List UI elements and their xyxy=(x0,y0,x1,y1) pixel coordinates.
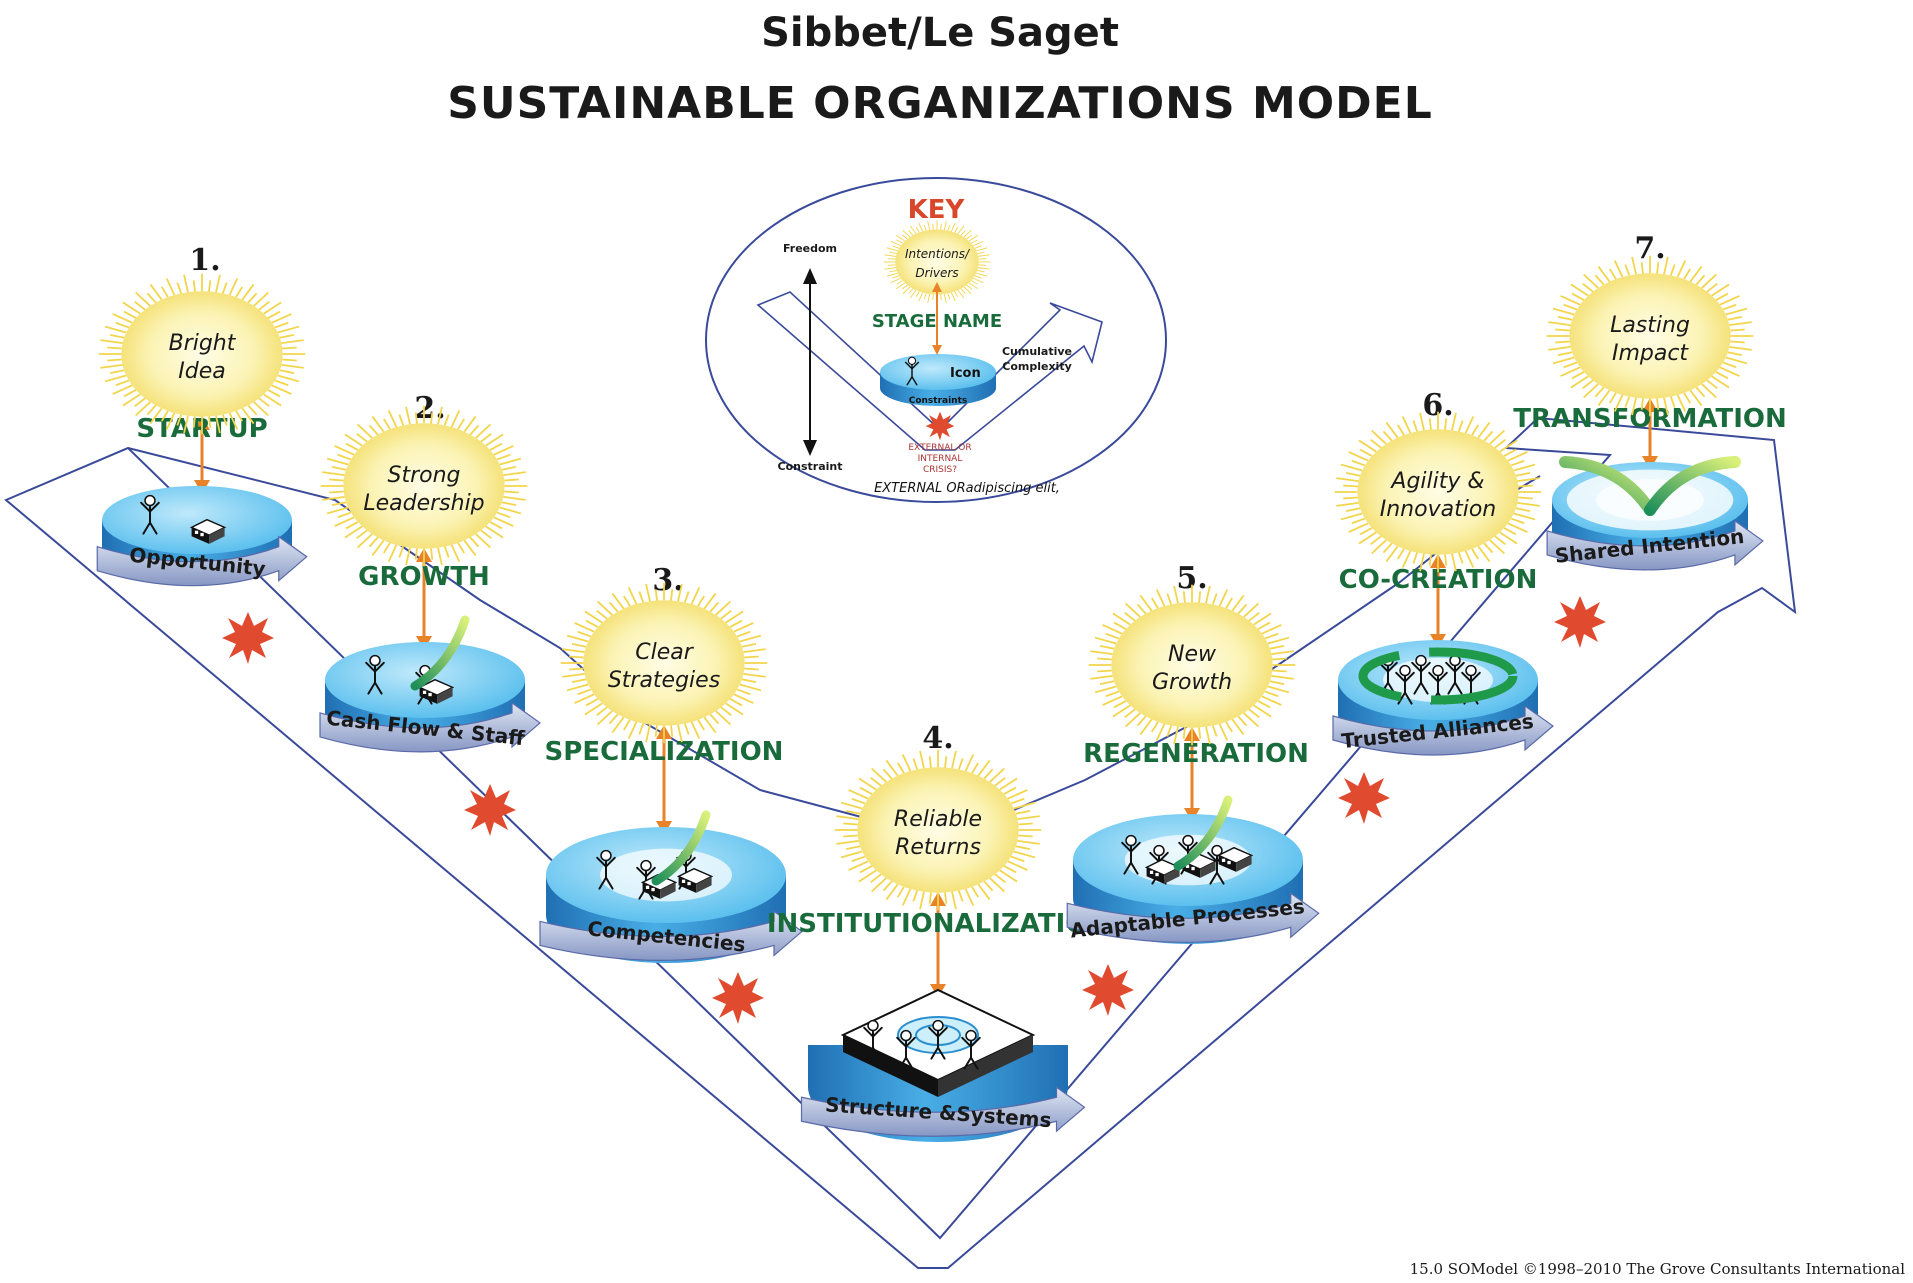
crisis-star-icon xyxy=(1338,772,1390,824)
stage-name: REGENERATION xyxy=(1083,739,1309,769)
driver-line2: Leadership xyxy=(363,491,484,516)
driver-line1: Clear xyxy=(635,640,694,665)
stage-3: 3.CompetenciesSPECIALIZATIONClearStrateg… xyxy=(540,563,802,963)
driver-line2: Impact xyxy=(1612,341,1689,366)
key-freedom-label: Freedom xyxy=(783,242,837,255)
crisis-star-icon xyxy=(464,784,516,836)
key-crisis-line3: CRISIS? xyxy=(923,465,957,475)
stage-5: 5.Adaptable ProcessesREGENERATIONNewGrow… xyxy=(1067,561,1319,944)
key-crisis-caption: EXTERNAL ORadipiscing elit, xyxy=(874,481,1060,496)
key-driver-line1: Intentions/ xyxy=(905,247,971,261)
driver-line1: Reliable xyxy=(894,807,982,832)
driver-line1: Lasting xyxy=(1610,313,1690,338)
copyright-footer: 15.0 SOModel ©1998–2010 The Grove Consul… xyxy=(1410,1260,1906,1278)
driver-line2: Returns xyxy=(895,835,981,860)
stage-name: INSTITUTIONALIZATION xyxy=(767,909,1109,939)
driver-line2: Innovation xyxy=(1380,497,1496,522)
author-heading: Sibbet/Le Saget xyxy=(761,10,1119,56)
stage-number: 3. xyxy=(652,563,683,598)
key-icon-label: Icon xyxy=(950,366,981,381)
driver-line1: Strong xyxy=(387,463,460,488)
driver-line2: Idea xyxy=(178,359,225,384)
stage-2: 2.Cash Flow & StaffGROWTHStrongLeadershi… xyxy=(320,391,540,752)
key-complexity-line2: Complexity xyxy=(1002,360,1072,373)
driver-line2: Strategies xyxy=(608,668,720,693)
driver-line1: New xyxy=(1168,642,1217,667)
crisis-star-icon xyxy=(712,972,764,1024)
crisis-star-icon xyxy=(1554,596,1606,648)
key-constraint-label: Constraint xyxy=(778,460,843,473)
crisis-star-icon xyxy=(222,612,274,664)
key-legend: KEY Freedom Constraint Intentions/ Drive… xyxy=(706,178,1166,502)
key-disc: Icon Constraints xyxy=(880,354,996,406)
key-crisis-line2: INTERNAL xyxy=(918,454,963,464)
driver-line1: Agility & xyxy=(1389,469,1484,494)
stage-1: 1.OpportunitySTARTUPBrightIdea xyxy=(97,243,307,586)
driver-line1: Bright xyxy=(169,331,237,356)
key-constraints-label: Constraints xyxy=(909,396,968,406)
stage-4: 4.Structure &SystemsINSTITUTIONALIZATION… xyxy=(767,721,1109,1142)
stage-7: 7.Shared IntentionTRANSFORMATIONLastingI… xyxy=(1513,231,1787,570)
stage-name: GROWTH xyxy=(358,562,490,592)
stage-number: 1. xyxy=(189,243,220,278)
crisis-star-icon xyxy=(1082,964,1134,1016)
driver-line2: Growth xyxy=(1152,670,1232,695)
key-driver-line2: Drivers xyxy=(915,266,958,280)
key-crisis-line1: EXTERNAL OR xyxy=(908,443,971,453)
page-title: SUSTAINABLE ORGANIZATIONS MODEL xyxy=(447,78,1433,129)
key-complexity-line1: Cumulative xyxy=(1002,345,1072,358)
